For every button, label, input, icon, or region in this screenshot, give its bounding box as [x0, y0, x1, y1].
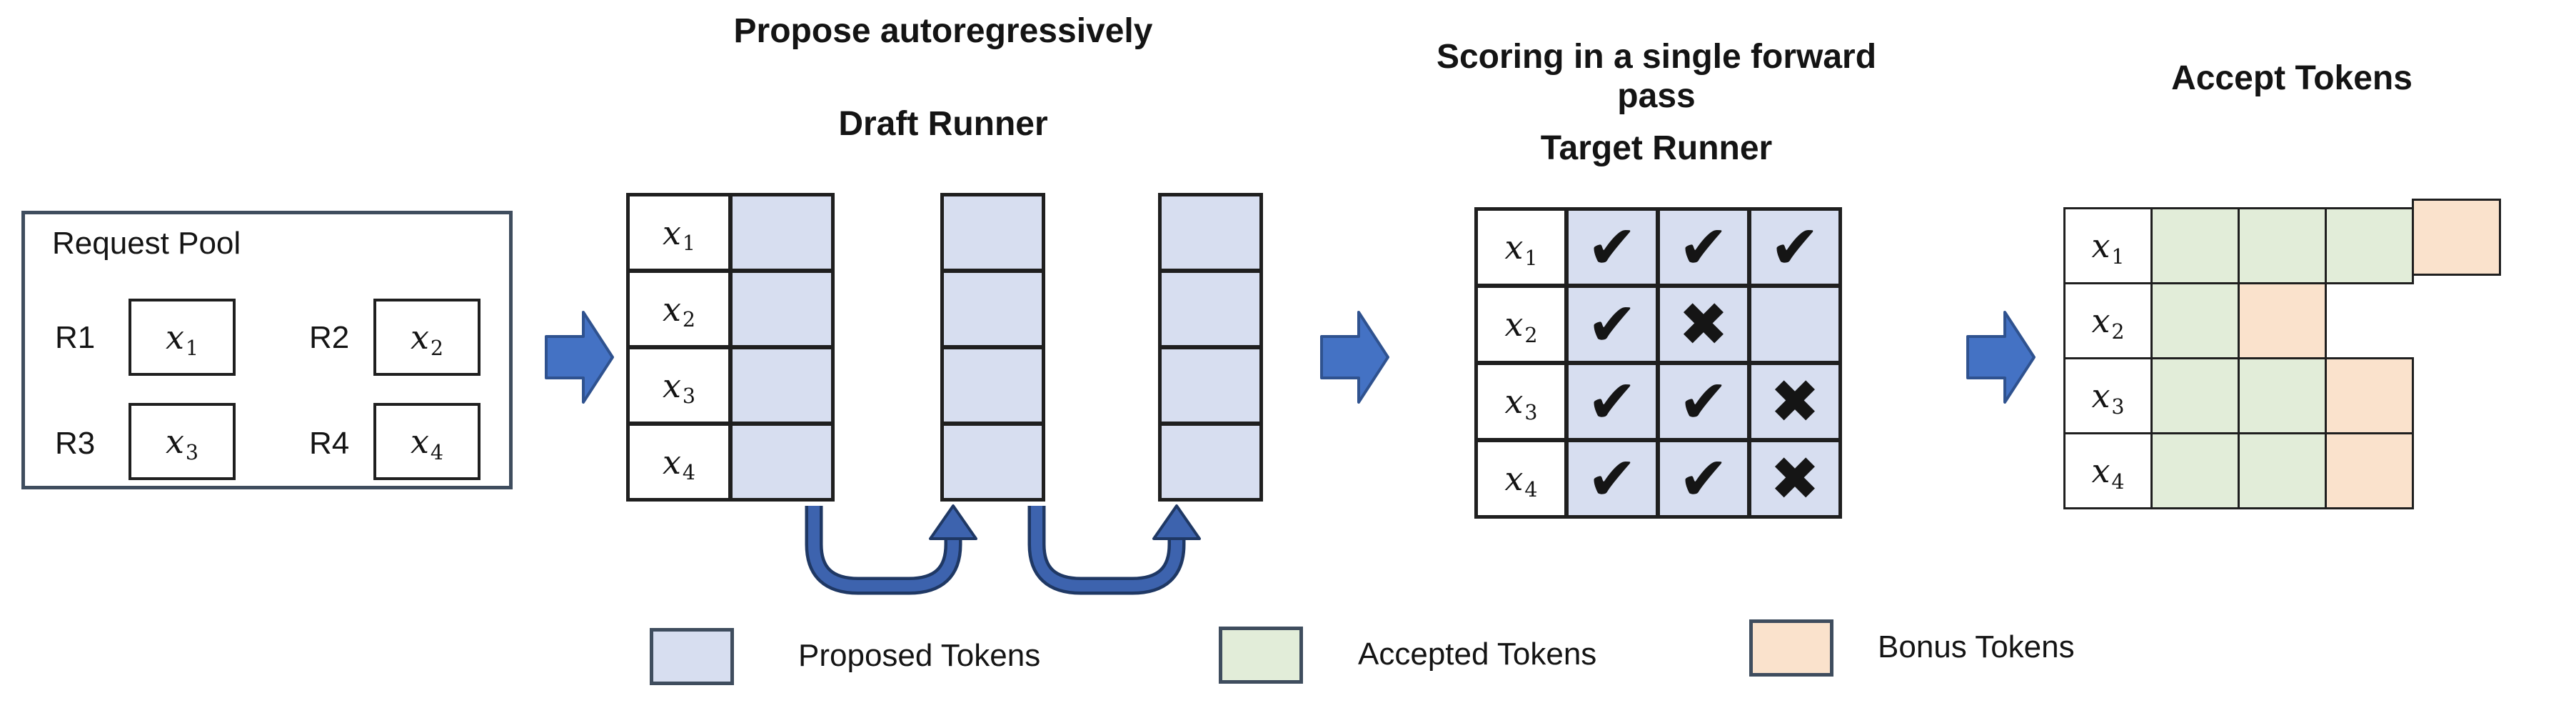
mark-cell: [1749, 286, 1841, 363]
proposed-cell: [942, 424, 1044, 500]
token-box-x1: x1: [129, 299, 236, 376]
accept-cell: [2238, 357, 2327, 434]
proposed-cell: [730, 194, 833, 271]
proposed-cell: [1159, 347, 1262, 424]
token-x2: x2: [410, 318, 444, 360]
token-label-cell: x3: [1476, 363, 1566, 440]
mark-cell: ✖: [1749, 440, 1841, 517]
token-box-x4: x4: [373, 403, 481, 480]
request-label-r1: R1: [55, 320, 96, 355]
request-label-r2: R2: [309, 320, 350, 355]
proposed-cell: [942, 194, 1044, 271]
accept-cell: [2150, 282, 2240, 359]
proposed-cell: [942, 271, 1044, 347]
request-pool-title: Request Pool: [52, 226, 241, 261]
legend-swatch-proposed: [650, 628, 734, 685]
draft-grid-step2: [940, 193, 1045, 502]
token-label-cell: x3: [628, 347, 730, 424]
mark-cell: ✖: [1658, 286, 1749, 363]
proposed-cell: [730, 271, 833, 347]
proposed-cell: [1159, 194, 1262, 271]
mark-cell: ✔: [1658, 440, 1749, 517]
mark-cell: ✔: [1566, 440, 1658, 517]
accept-cell: [2150, 207, 2240, 284]
accept-cell: [2325, 207, 2414, 284]
legend-swatch-accepted: [1219, 627, 1303, 684]
flow-arrow-icon: [545, 311, 614, 404]
token-x1: x1: [165, 318, 199, 360]
token-label-cell: x4: [1476, 440, 1566, 517]
loop-arrow-icons: [805, 504, 1201, 595]
legend-label-accepted: Accepted Tokens: [1358, 637, 1597, 672]
mark-cell: ✔: [1566, 286, 1658, 363]
legend-swatch-bonus: [1749, 619, 1833, 677]
scoring-title: Scoring in a single forward pass: [1436, 38, 1877, 115]
token-label-cell: x4: [2063, 432, 2153, 509]
mark-cell: ✔: [1658, 209, 1749, 286]
flow-arrow-icon: [1320, 311, 1389, 404]
bonus-cell: [2238, 282, 2327, 359]
accept-row: x3: [2063, 357, 2501, 434]
token-label-cell: x2: [2063, 282, 2153, 359]
bonus-cell: [2325, 357, 2414, 434]
legend-label-bonus: Bonus Tokens: [1878, 629, 2075, 664]
mark-cell: ✔: [1658, 363, 1749, 440]
mark-cell: ✔: [1749, 209, 1841, 286]
token-label-cell: x2: [1476, 286, 1566, 363]
mark-cell: ✔: [1566, 209, 1658, 286]
bonus-cell: [2412, 199, 2501, 276]
accept-cell: [2238, 207, 2327, 284]
accept-tokens-title: Accept Tokens: [2171, 59, 2413, 97]
draft-grid-step1: x1 x2 x3 x4: [626, 193, 835, 502]
token-box-x3: x3: [129, 403, 236, 480]
accept-grid: x1 x2 x3 x4: [2063, 199, 2501, 509]
accept-row: x4: [2063, 432, 2501, 509]
accept-cell: [2150, 432, 2240, 509]
proposed-cell: [730, 347, 833, 424]
token-label-cell: x1: [628, 194, 730, 271]
mark-cell: ✔: [1566, 363, 1658, 440]
token-x3: x3: [165, 422, 199, 464]
proposed-cell: [730, 424, 833, 500]
legend-label-proposed: Proposed Tokens: [798, 638, 1041, 673]
accept-row: x2: [2063, 282, 2501, 359]
proposed-cell: [1159, 271, 1262, 347]
token-box-x2: x2: [373, 299, 481, 376]
request-label-r3: R3: [55, 426, 96, 461]
token-label-cell: x2: [628, 271, 730, 347]
bonus-cell: [2325, 432, 2414, 509]
token-label-cell: x4: [628, 424, 730, 500]
token-x4: x4: [410, 422, 444, 464]
draft-runner-title: Draft Runner: [838, 105, 1048, 143]
accept-cell: [2238, 432, 2327, 509]
proposed-cell: [1159, 424, 1262, 500]
accept-row: x1: [2063, 199, 2501, 284]
draft-grid-step3: [1158, 193, 1263, 502]
request-pool: Request Pool R1 x1 R2 x2 R3 x3 R4 x4: [21, 211, 513, 489]
loop-arrow-icon: [805, 504, 977, 595]
accept-cell: [2150, 357, 2240, 434]
token-label-cell: x3: [2063, 357, 2153, 434]
target-grid: x1 ✔ ✔ ✔ x2 ✔ ✖ x3 ✔ ✔ ✖ x4 ✔ ✔ ✖: [1474, 207, 1842, 519]
mark-cell: ✖: [1749, 363, 1841, 440]
token-label-cell: x1: [2063, 207, 2153, 284]
proposed-cell: [942, 347, 1044, 424]
loop-arrow-icon: [1027, 504, 1201, 595]
request-label-r4: R4: [309, 426, 350, 461]
token-label-cell: x1: [1476, 209, 1566, 286]
flow-arrow-icon: [1966, 311, 2036, 404]
propose-title: Propose autoregressively: [733, 12, 1153, 50]
target-runner-title: Target Runner: [1540, 129, 1773, 167]
